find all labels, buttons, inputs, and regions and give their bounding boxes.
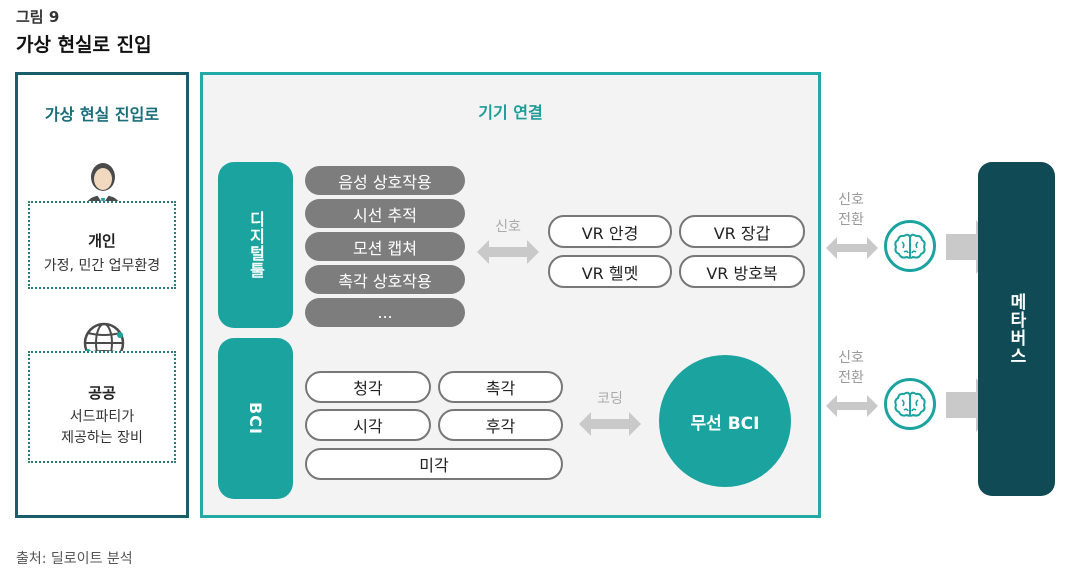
sense-item: 미각 [305, 448, 563, 480]
tool-item-ellipsis: ... [305, 298, 465, 327]
public-group-desc-line1: 서드파티가 [69, 409, 135, 425]
wireless-bci: 무선 BCI [659, 355, 791, 487]
brain-icon [884, 220, 936, 272]
sense-item: 시각 [305, 409, 431, 441]
signal-conversion-label-line1: 신호 [838, 350, 864, 366]
device-connection-panel: 기기 연결 디지털툴 음성 상호작용 시선 추적 모션 캡쳐 촉각 상호작용 .… [200, 72, 821, 518]
metaverse-bar: 메타버스 [978, 162, 1055, 496]
bci-label: BCI [246, 402, 265, 435]
figure-label: 그림 9 [16, 8, 60, 26]
tool-item: 촉각 상호작용 [305, 265, 465, 294]
tool-item: 시선 추적 [305, 199, 465, 228]
bci-bar: BCI [218, 338, 293, 499]
signal-conversion-label-line2: 전환 [838, 212, 864, 228]
device-connection-title: 기기 연결 [478, 103, 543, 122]
vr-device: VR 방호복 [679, 255, 805, 288]
public-group-title: 공공 [88, 384, 116, 402]
signal-conversion-label: 신호 전환 [826, 190, 876, 230]
coding-label: 코딩 [597, 391, 623, 407]
sense-item: 후각 [438, 409, 563, 441]
double-arrow-icon [826, 395, 878, 417]
sense-item: 촉각 [438, 371, 563, 403]
vr-device: VR 안경 [548, 215, 672, 248]
personal-group-desc: 가정, 민간 업무환경 [43, 258, 161, 274]
digital-tools-bar: 디지털툴 [218, 162, 293, 328]
public-group: 공공 서드파티가 제공하는 장비 [28, 351, 176, 463]
signal-conversion-label-line2: 전환 [838, 370, 864, 386]
figure-source: 출처: 딜로이트 분석 [16, 551, 133, 567]
double-arrow-icon [579, 412, 641, 436]
entry-panel: 가상 현실 진입로 개인 가정, 민간 업무환경 공공 서드파티가 제공하는 장… [15, 72, 189, 518]
vr-device: VR 장갑 [679, 215, 805, 248]
signal-conversion-label-line1: 신호 [838, 192, 864, 208]
digital-tools-label: 디지털툴 [246, 211, 266, 279]
sense-item: 청각 [305, 371, 431, 403]
metaverse-label: 메타버스 [1006, 293, 1026, 365]
tool-item: 모션 캡쳐 [305, 232, 465, 261]
public-group-desc-line2: 제공하는 장비 [61, 430, 143, 446]
figure-title: 가상 현실로 진입 [16, 34, 152, 56]
tool-item: 음성 상호작용 [305, 166, 465, 195]
vr-device: VR 헬멧 [548, 255, 672, 288]
personal-group-title: 개인 [88, 232, 116, 250]
personal-group: 개인 가정, 민간 업무환경 [28, 201, 176, 289]
double-arrow-icon [826, 237, 878, 259]
signal-conversion-label: 신호 전환 [826, 348, 876, 388]
signal-label: 신호 [495, 219, 521, 235]
entry-panel-title: 가상 현실 진입로 [44, 105, 160, 124]
brain-icon [884, 378, 936, 430]
double-arrow-icon [477, 240, 539, 264]
